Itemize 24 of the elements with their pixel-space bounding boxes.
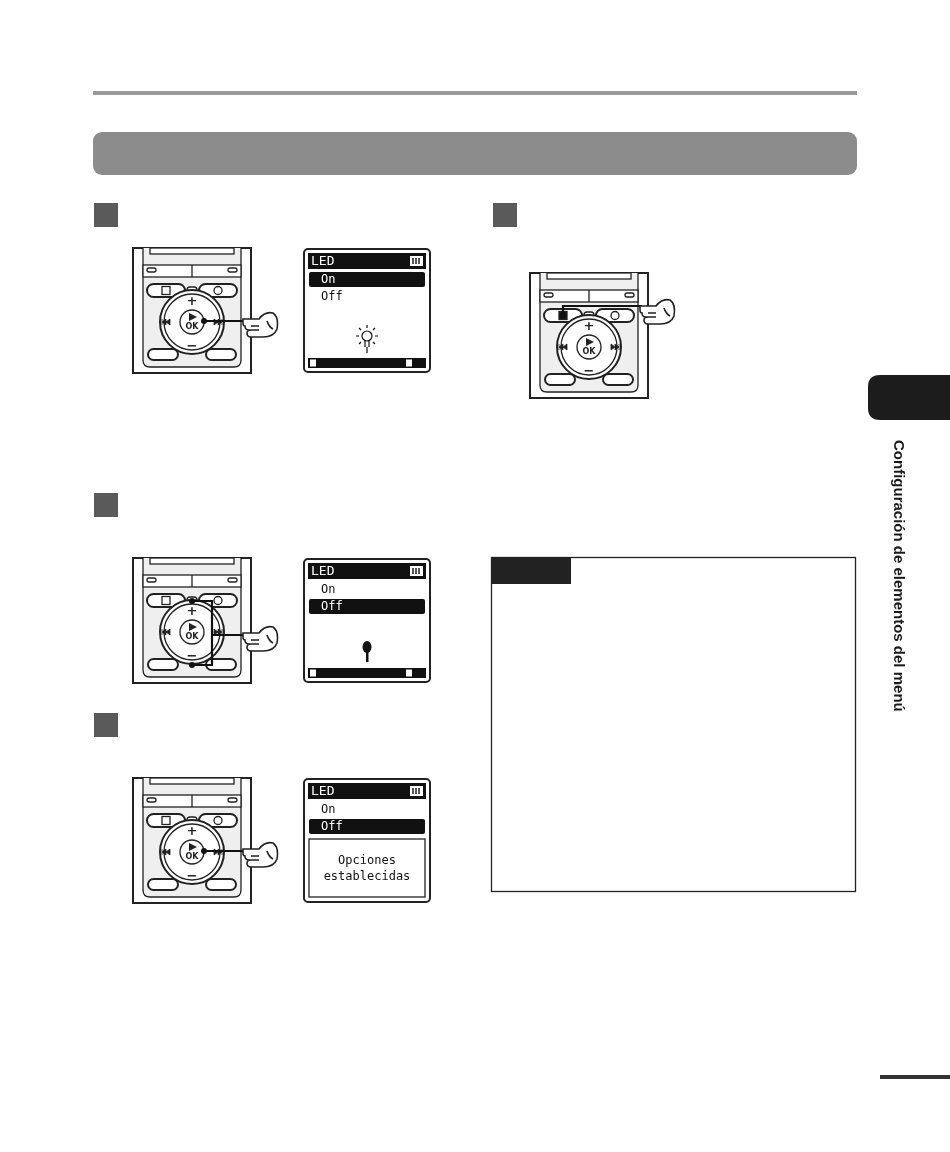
menu-option: On [321,273,336,285]
key-label: + [186,294,198,307]
key-label: OK [582,348,596,356]
key-label: OK [185,323,199,331]
key-label: + [583,319,595,332]
key-label: OK [185,853,199,861]
screen-title: LED [311,784,335,797]
screen-title: LED [311,564,335,577]
key-label: + [186,604,198,617]
key-label: + [186,824,198,837]
section-title: Configuración de elementos del menú [892,440,907,712]
menu-option: Off [321,600,343,612]
key-label: OK [185,633,199,641]
confirmation-message: Opciones establecidas [322,852,412,884]
key-label: − [583,364,595,377]
menu-option: Off [321,290,343,302]
menu-option: On [321,803,336,815]
key-label: − [186,649,198,662]
key-label: − [186,869,198,882]
screen-title: LED [311,254,335,267]
chapter-tab [868,375,950,420]
menu-option: Off [321,820,343,832]
key-label: − [186,339,198,352]
menu-option: On [321,583,336,595]
